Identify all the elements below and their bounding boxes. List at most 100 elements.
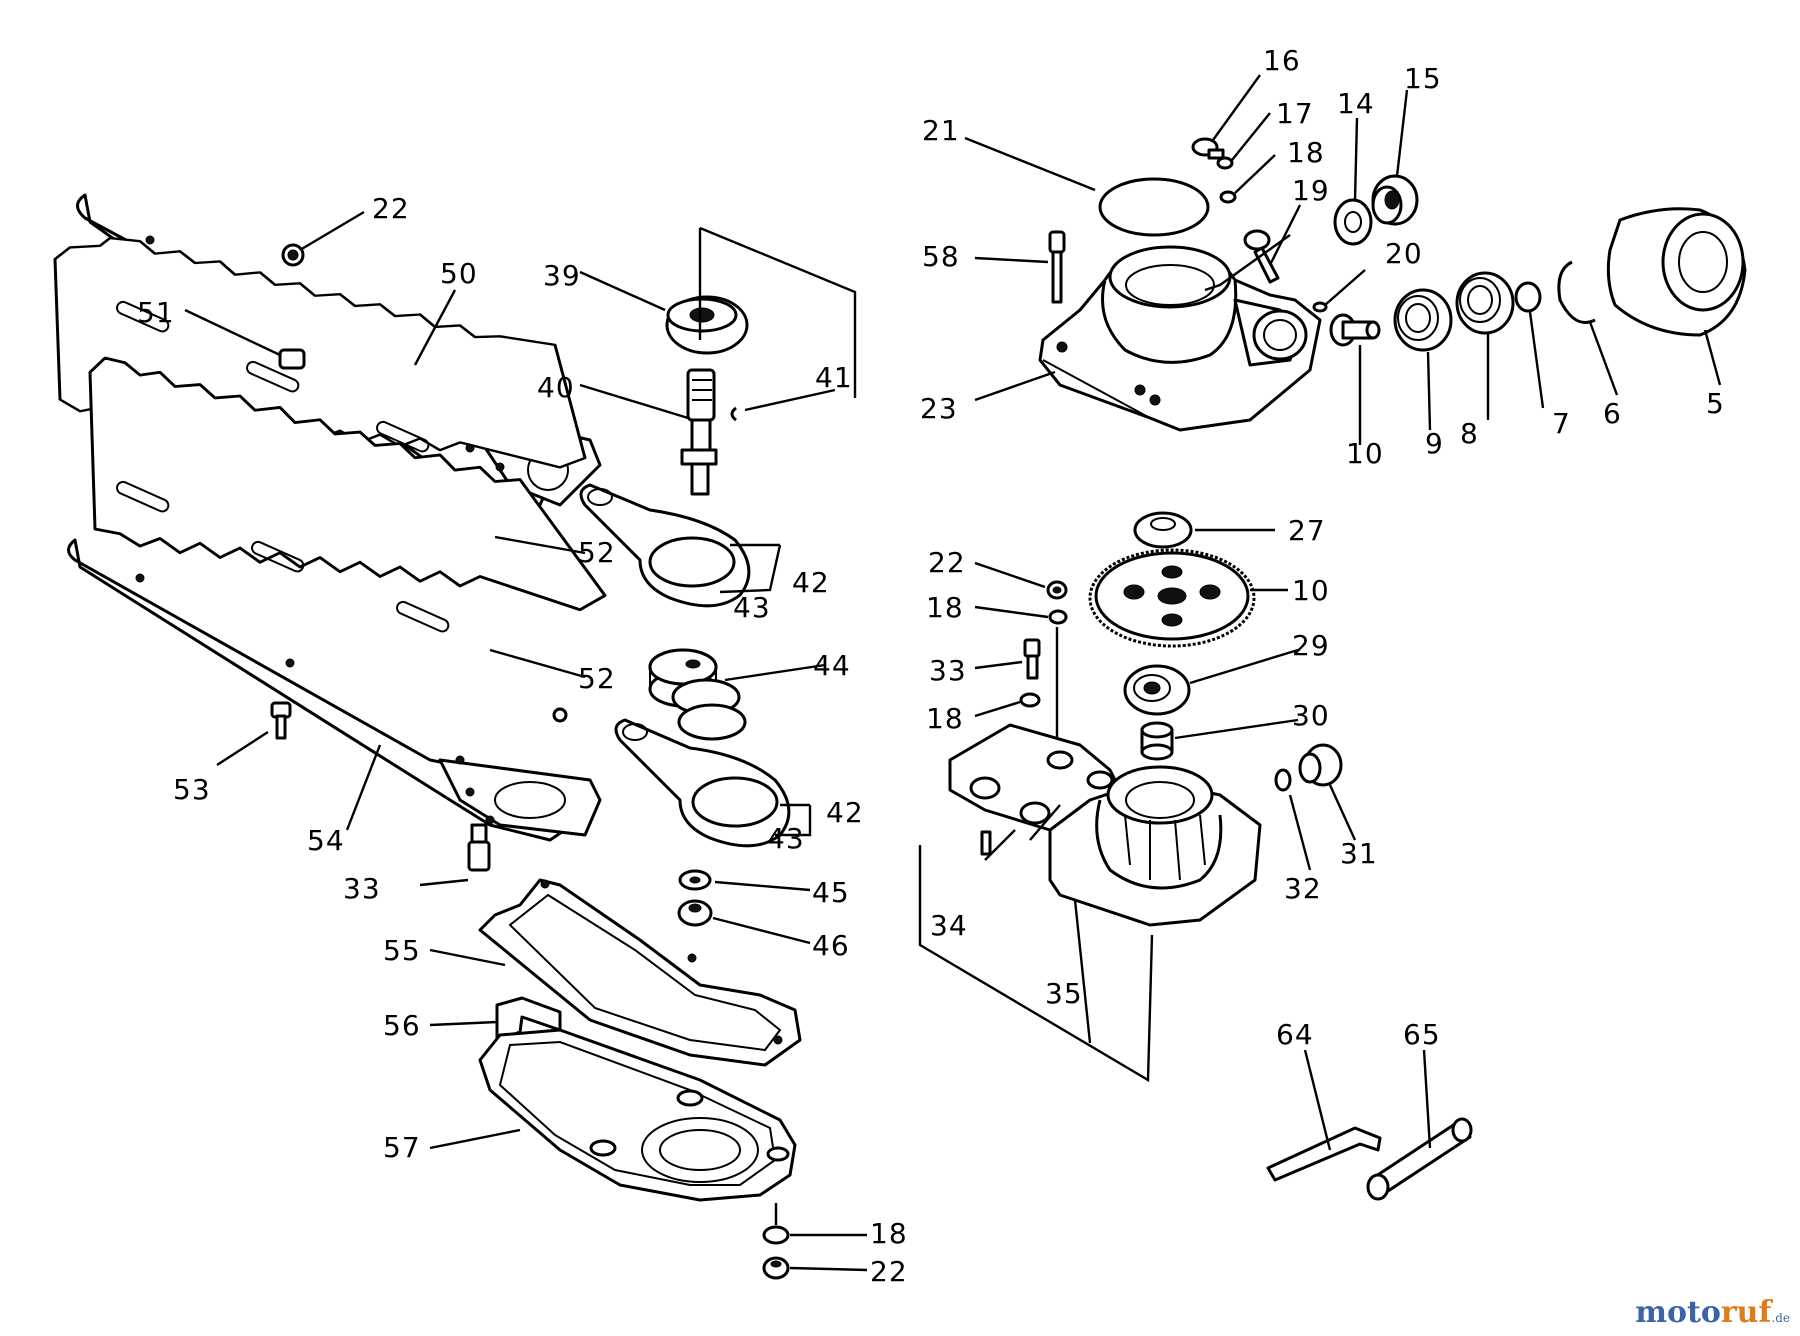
label-34: 34 xyxy=(930,909,968,942)
pinion-10-top xyxy=(1329,313,1381,347)
label-39: 39 xyxy=(543,259,581,292)
screw-19 xyxy=(1243,229,1280,284)
nut-46 xyxy=(677,899,713,927)
washer-18-top xyxy=(1219,190,1237,204)
o-ring-21 xyxy=(1098,177,1210,237)
washer-18-mid-a xyxy=(1048,609,1068,625)
label-14: 14 xyxy=(1337,87,1375,120)
bearing-39 xyxy=(665,295,749,355)
screw-33-right xyxy=(1023,638,1041,680)
label-21: 21 xyxy=(922,114,960,147)
label-65: 65 xyxy=(1403,1018,1441,1051)
label-32: 32 xyxy=(1284,872,1322,905)
label-33-right: 33 xyxy=(929,654,967,687)
bearing-8 xyxy=(1455,271,1515,335)
label-44: 44 xyxy=(813,649,851,682)
key-41 xyxy=(730,406,737,422)
label-7: 7 xyxy=(1552,407,1571,440)
nut-22-bottom xyxy=(762,1256,790,1280)
gear-case-lower-35 xyxy=(948,723,1262,927)
label-19: 19 xyxy=(1292,174,1330,207)
label-57: 57 xyxy=(383,1131,421,1164)
nut-27 xyxy=(1133,511,1193,549)
label-22-top: 22 xyxy=(372,192,410,225)
lower-cutter-blade-52 xyxy=(88,356,607,723)
label-20: 20 xyxy=(1385,237,1423,270)
watermark-part3: .de xyxy=(1771,1311,1790,1325)
label-5: 5 xyxy=(1706,387,1725,420)
label-17: 17 xyxy=(1276,97,1314,130)
washer-14 xyxy=(1333,198,1373,246)
label-56: 56 xyxy=(383,1009,421,1042)
plug-31 xyxy=(1298,743,1343,787)
watermark-logo: motoruf.de xyxy=(1635,1295,1790,1330)
screw-58 xyxy=(1048,230,1066,304)
label-22-bottom: 22 xyxy=(870,1255,908,1288)
label-45: 45 xyxy=(812,876,850,909)
label-52-upper: 52 xyxy=(578,536,616,569)
gasket-55 xyxy=(478,878,802,1067)
washer-20 xyxy=(1312,301,1328,313)
label-22-mid: 22 xyxy=(928,546,966,579)
washer-17 xyxy=(1216,156,1234,170)
label-52-lower: 52 xyxy=(578,662,616,695)
nut-22-top xyxy=(281,243,305,267)
o-ring-32 xyxy=(1274,768,1292,792)
snap-ring-6 xyxy=(1557,260,1596,324)
label-9: 9 xyxy=(1425,427,1444,460)
label-41: 41 xyxy=(815,361,853,394)
label-50: 50 xyxy=(440,257,478,290)
label-6: 6 xyxy=(1603,397,1622,430)
label-8: 8 xyxy=(1460,417,1479,450)
label-43-lower: 43 xyxy=(767,822,805,855)
watermark-part2: ruf xyxy=(1720,1295,1772,1330)
label-10-gear: 10 xyxy=(1292,574,1330,607)
part-labels: 5 6 7 8 9 10 10 14 15 16 17 18 18 18 18 … xyxy=(137,44,1725,1288)
nut-51 xyxy=(278,348,306,370)
gear-10 xyxy=(1088,548,1256,648)
screw-16 xyxy=(1191,137,1225,160)
washer-22-mid xyxy=(1046,580,1068,600)
label-58: 58 xyxy=(922,240,960,273)
label-31: 31 xyxy=(1340,837,1378,870)
hex-wrench-64 xyxy=(1266,1126,1382,1182)
label-23: 23 xyxy=(920,392,958,425)
label-18-mid-b: 18 xyxy=(926,702,964,735)
label-16: 16 xyxy=(1263,44,1301,77)
bracket-39-41 xyxy=(698,226,857,398)
label-51: 51 xyxy=(137,296,175,329)
bearing-9 xyxy=(1393,288,1453,352)
label-42-upper: 42 xyxy=(792,566,830,599)
washer-44 xyxy=(648,648,747,741)
lower-blade-bar-54 xyxy=(67,538,602,842)
crank-shaft-40 xyxy=(680,368,718,496)
pin-34 xyxy=(980,830,992,856)
label-18-mid-a: 18 xyxy=(926,591,964,624)
label-18-top: 18 xyxy=(1287,136,1325,169)
label-29: 29 xyxy=(1292,629,1330,662)
bracket-35 xyxy=(918,845,1154,1083)
label-33-left: 33 xyxy=(343,872,381,905)
label-54: 54 xyxy=(307,824,345,857)
clutch-drum-5 xyxy=(1606,207,1747,337)
bearing-29 xyxy=(1123,664,1191,716)
snap-ring-7 xyxy=(1514,281,1542,313)
seal-15 xyxy=(1371,174,1419,226)
label-42-lower: 42 xyxy=(826,796,864,829)
label-15: 15 xyxy=(1404,62,1442,95)
collar-30 xyxy=(1140,721,1174,761)
label-64: 64 xyxy=(1276,1018,1314,1051)
label-10-top: 10 xyxy=(1346,437,1384,470)
label-18-bottom: 18 xyxy=(870,1217,908,1250)
pin-tool-65 xyxy=(1366,1117,1473,1201)
label-40: 40 xyxy=(537,371,575,404)
pin-34-guide xyxy=(984,829,1016,861)
watermark-part1: moto xyxy=(1635,1295,1721,1330)
connecting-rod-lower-42 xyxy=(614,718,791,848)
label-27: 27 xyxy=(1288,514,1326,547)
washer-18-bottom xyxy=(762,1225,790,1245)
label-30: 30 xyxy=(1292,699,1330,732)
label-43-upper: 43 xyxy=(733,591,771,624)
label-55: 55 xyxy=(383,934,421,967)
